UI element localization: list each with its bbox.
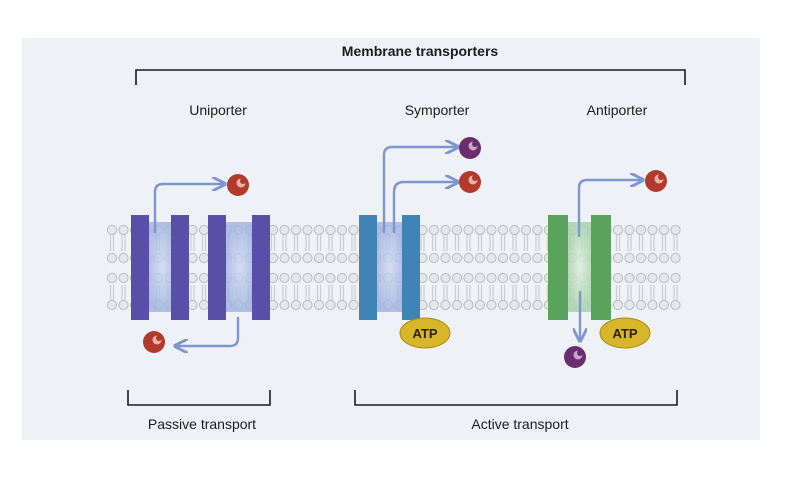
molecule-purple-icon: [564, 346, 586, 368]
diagram-title: Membrane transporters: [342, 43, 499, 59]
symporter-arrow-1: [382, 147, 455, 234]
uniporter-label: Uniporter: [189, 102, 247, 118]
symporter-protein: [359, 215, 420, 320]
molecule-red-icon: [227, 174, 249, 196]
passive-bracket: [127, 390, 271, 406]
antiporter-label: Antiporter: [587, 102, 648, 118]
passive-transport-label: Passive transport: [148, 416, 256, 432]
molecule-red-icon: [143, 331, 165, 353]
symporter-arrow-2: [392, 182, 455, 234]
atp-label: ATP: [612, 326, 637, 341]
molecule-purple-icon: [459, 137, 481, 159]
molecule-red-icon: [459, 171, 481, 193]
uniporter-out-arrow: [153, 184, 222, 234]
uniporter-protein: [131, 215, 270, 320]
symporter-label: Symporter: [405, 102, 470, 118]
active-transport-label: Active transport: [471, 416, 568, 432]
atp-antiporter: ATP: [599, 317, 651, 349]
atp-label: ATP: [412, 326, 437, 341]
atp-symporter: ATP: [399, 317, 451, 349]
active-bracket: [354, 390, 678, 406]
molecule-red-icon: [645, 170, 667, 192]
uniporter-in-arrow: [178, 316, 240, 346]
top-bracket: [135, 69, 686, 85]
antiporter-out-arrow: [577, 180, 640, 238]
